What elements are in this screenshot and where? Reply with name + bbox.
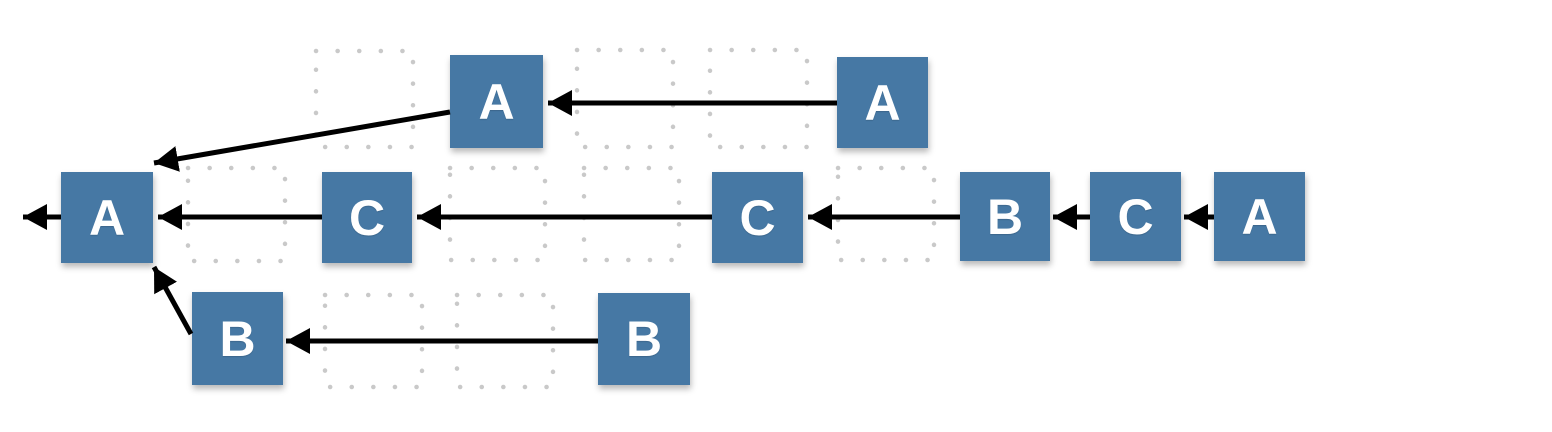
ghost-slot bbox=[574, 47, 676, 150]
node-label: B bbox=[219, 310, 256, 367]
node-top-a-left: A bbox=[450, 55, 543, 148]
node-label: C bbox=[348, 189, 386, 246]
ghost-slot bbox=[185, 165, 288, 264]
node-label: A bbox=[864, 74, 901, 131]
node-label: C bbox=[1117, 188, 1154, 245]
ghost-slot bbox=[313, 48, 416, 150]
node-mid-c-second: C bbox=[712, 172, 803, 263]
node-label: C bbox=[739, 189, 776, 246]
node-label: A bbox=[88, 189, 126, 246]
node-label: A bbox=[1241, 188, 1278, 245]
ghost-slot bbox=[447, 165, 548, 263]
node-label: B bbox=[625, 311, 663, 367]
node-mid-c-first: C bbox=[322, 172, 412, 263]
node-mid-a-leftmost: A bbox=[61, 172, 153, 263]
node-label: B bbox=[986, 188, 1024, 245]
node-bottom-b-right: B bbox=[598, 293, 690, 385]
node-top-a-right: A bbox=[837, 57, 928, 148]
arrow-bottom-b-left-to-mid-a-leftmost bbox=[151, 265, 194, 336]
ghost-slot bbox=[322, 292, 425, 390]
node-bottom-b-left: B bbox=[192, 292, 283, 385]
ghost-slot bbox=[581, 165, 682, 263]
ghost-slot bbox=[835, 165, 937, 263]
node-mid-c-third: C bbox=[1090, 172, 1181, 261]
arrow-top-a-left-to-mid-a-leftmost bbox=[153, 109, 451, 172]
ghost-slot bbox=[707, 47, 810, 150]
node-mid-b: B bbox=[960, 172, 1050, 261]
ghost-slot bbox=[454, 292, 556, 390]
node-mid-a-rightmost: A bbox=[1214, 172, 1305, 261]
node-label: A bbox=[478, 73, 515, 130]
